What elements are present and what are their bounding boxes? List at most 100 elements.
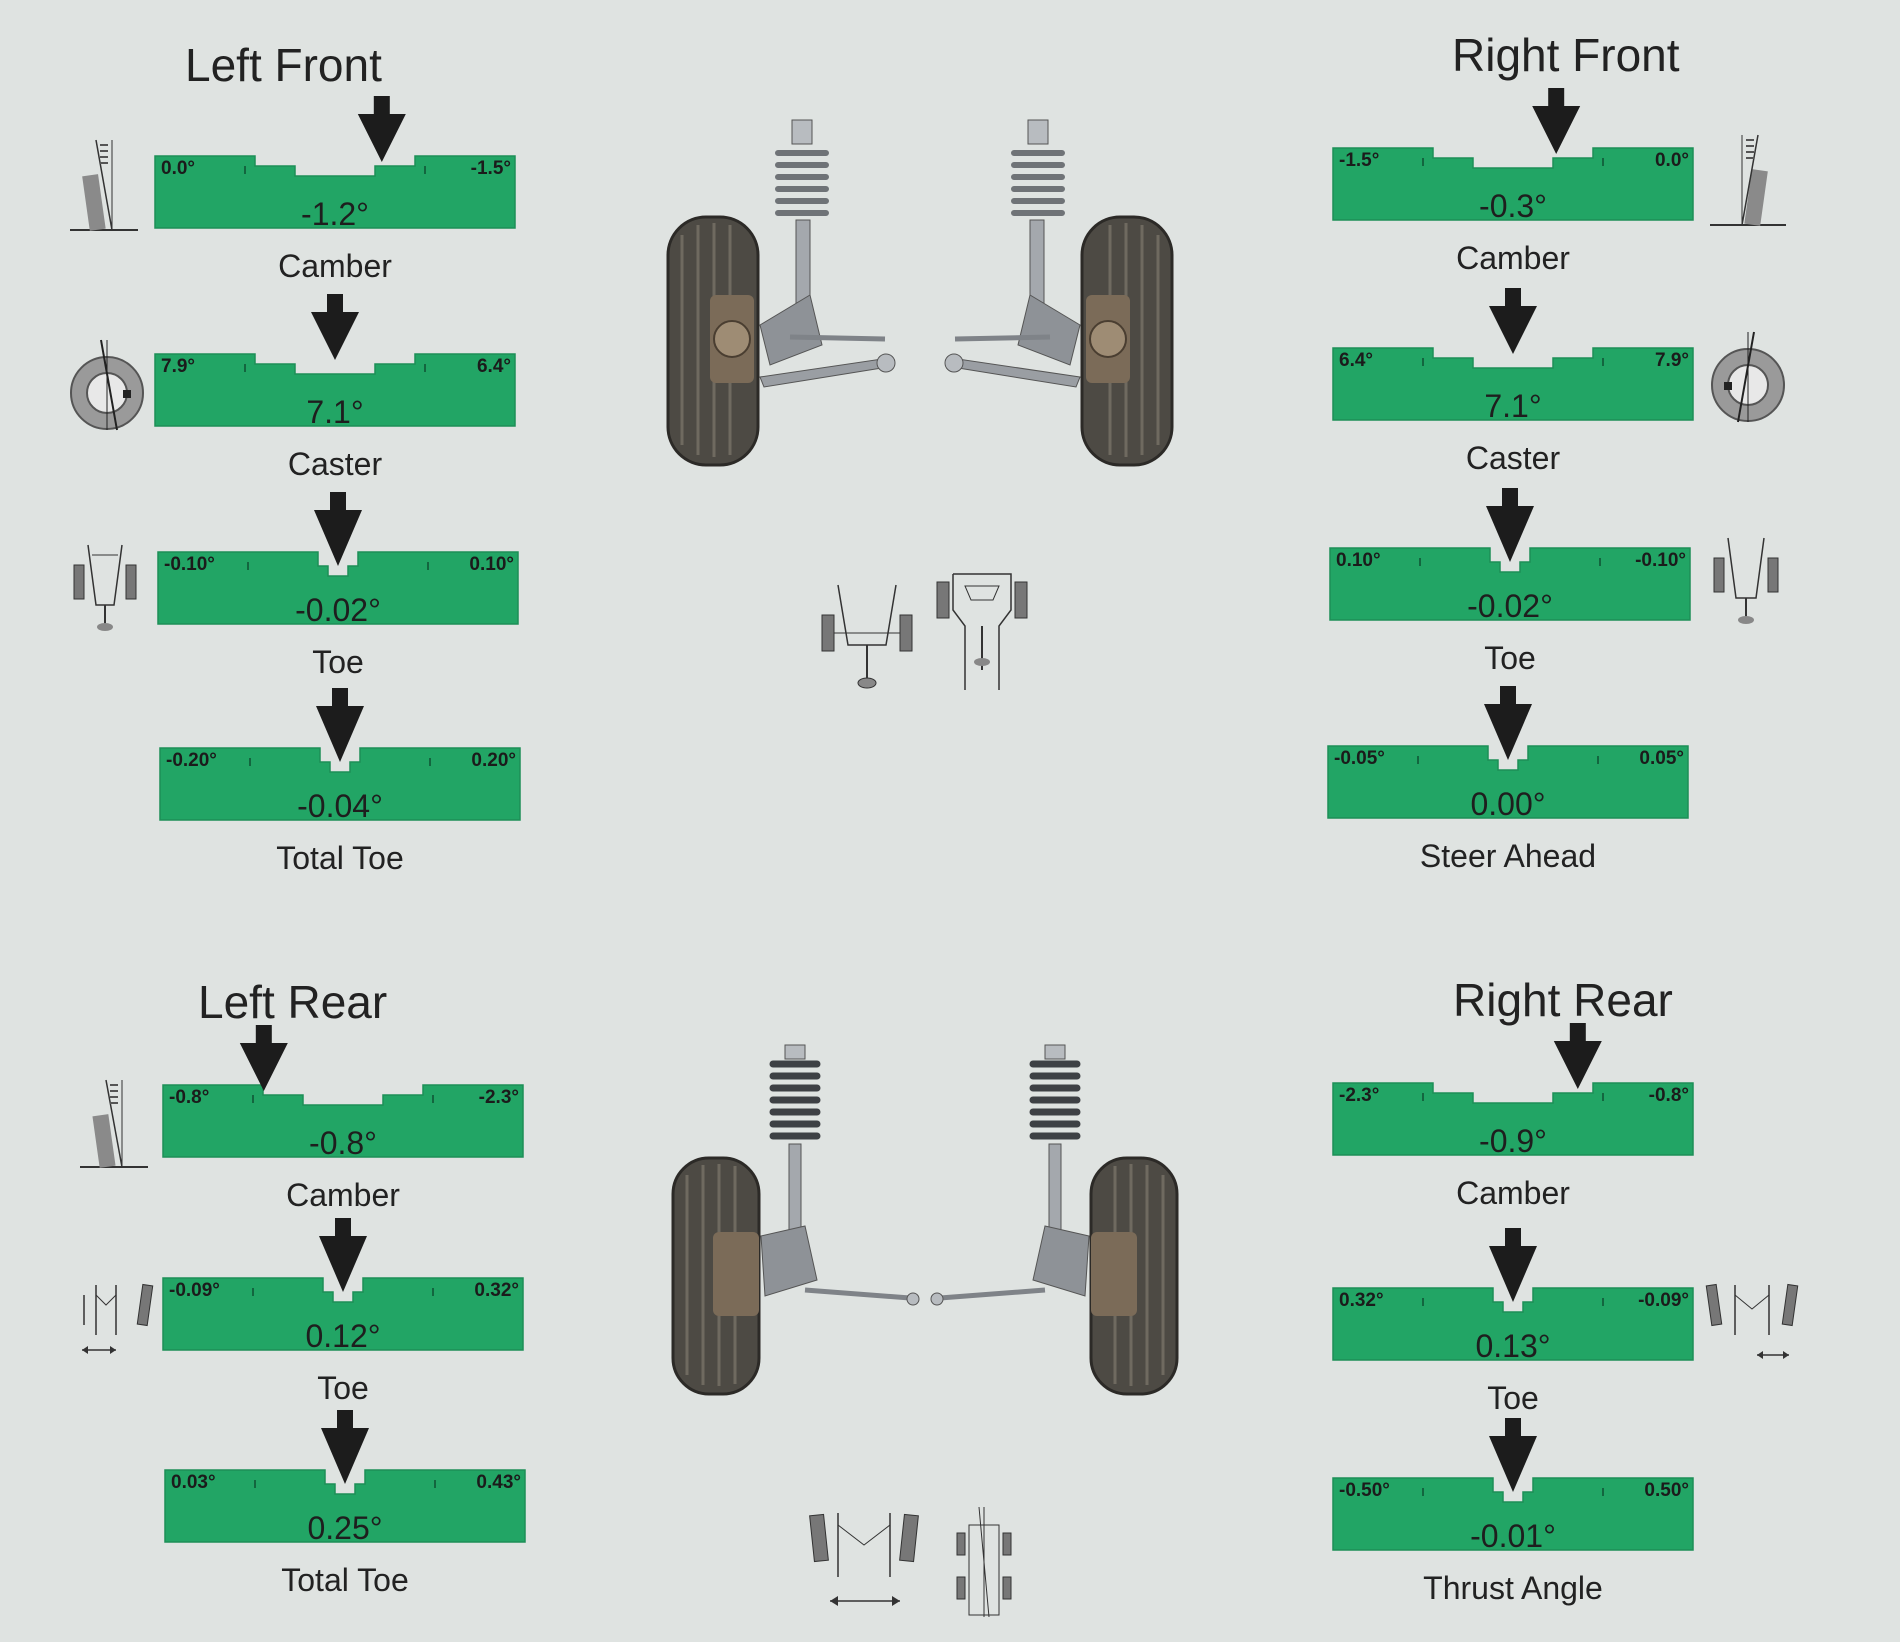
gauge-current-value: 0.12° xyxy=(305,1318,381,1354)
gauge-bar xyxy=(1329,488,1691,621)
gauge-max-value: 0.32° xyxy=(474,1280,519,1301)
gauge-bar xyxy=(159,688,521,821)
gauge-label: Caster xyxy=(1465,440,1561,476)
gauge-max-value: -0.10° xyxy=(1635,550,1686,571)
gauge-min-value: 0.32° xyxy=(1339,1290,1384,1311)
vehicle-toe-icon xyxy=(936,573,1028,690)
gauge-current-value: 0.25° xyxy=(307,1510,383,1546)
gauge-min-value: 7.9° xyxy=(161,356,196,377)
rf-caster-gauge: 6.4°7.9°7.1°Caster xyxy=(1332,288,1694,476)
gauge-min-value: 6.4° xyxy=(1339,350,1374,371)
gauge-current-value: -0.02° xyxy=(1467,588,1553,624)
gauge-label: Steer Ahead xyxy=(1419,838,1597,874)
gauge-min-value: 0.0° xyxy=(161,158,196,179)
toe-icon xyxy=(73,544,137,631)
gauge-min-value: -1.5° xyxy=(1339,150,1380,171)
gauge-bar xyxy=(154,96,516,229)
camber-icon xyxy=(1710,134,1786,226)
gauge-bar xyxy=(1332,88,1694,221)
gauge-pointer xyxy=(314,492,362,566)
gauge-pointer xyxy=(316,688,364,762)
rear-suspension-icon xyxy=(671,1044,1179,1396)
gauge-bar xyxy=(162,1025,524,1158)
gauge-pointer xyxy=(239,1025,288,1091)
gauge-label: Camber xyxy=(1456,1175,1570,1211)
gauge-bar xyxy=(1332,1418,1694,1551)
gauge-label: Camber xyxy=(286,1177,400,1213)
caster-icon xyxy=(70,339,144,431)
gauge-max-value: 0.05° xyxy=(1639,748,1684,769)
gauge-pointer xyxy=(311,294,359,360)
gauge-pointer xyxy=(1489,1418,1537,1492)
gauge-label: Total Toe xyxy=(281,1562,409,1598)
gauge-max-value: 0.0° xyxy=(1654,150,1689,171)
gauge-min-value: -0.20° xyxy=(166,750,217,771)
lf-camber-gauge: 0.0°-1.5°-1.2°Camber xyxy=(154,96,516,284)
thrust-icon xyxy=(956,1506,1012,1618)
gauge-label: Toe xyxy=(1484,640,1536,676)
gauge-current-value: 0.13° xyxy=(1475,1328,1551,1364)
gauge-max-value: -0.09° xyxy=(1638,1290,1689,1311)
gauge-label: Camber xyxy=(1456,240,1570,276)
gauge-bar xyxy=(1327,686,1689,819)
right-rear-title: Right Rear xyxy=(1453,974,1673,1026)
gauge-pointer xyxy=(357,96,406,162)
gauge-pointer xyxy=(1553,1023,1602,1089)
gauge-label: Total Toe xyxy=(276,840,404,876)
gauge-label: Toe xyxy=(317,1370,369,1406)
thrust-icon xyxy=(809,1513,919,1606)
gauge-pointer xyxy=(1489,288,1537,354)
gauge-current-value: 7.1° xyxy=(1484,388,1542,424)
gauge-min-value: -0.09° xyxy=(169,1280,220,1301)
gauge-max-value: 6.4° xyxy=(476,356,511,377)
gauge-current-value: -0.01° xyxy=(1470,1518,1556,1554)
gauge-min-value: 0.10° xyxy=(1336,550,1381,571)
left-rear-title: Left Rear xyxy=(198,976,388,1028)
gauge-bar xyxy=(1332,1228,1694,1361)
gauge-current-value: 0.00° xyxy=(1470,786,1546,822)
gauge-label: Toe xyxy=(312,644,364,680)
gauge-current-value: -0.04° xyxy=(297,788,383,824)
lf-toe-gauge: -0.10° 0.10° -0.02° Toe xyxy=(157,492,519,680)
gauge-pointer xyxy=(1486,488,1534,562)
rf-camber-gauge: -1.5° 0.0° -0.3° Camber xyxy=(1332,88,1694,276)
gauge-max-value: 0.10° xyxy=(469,554,514,575)
gauge-min-value: -0.50° xyxy=(1339,1480,1390,1501)
gauge-label: Toe xyxy=(1487,1380,1539,1416)
lr-total-toe-gauge: 0.03°0.43°0.25°Total Toe xyxy=(164,1410,526,1598)
lr-camber-gauge: -0.8°-2.3°-0.8°Camber xyxy=(162,1025,524,1213)
gauge-pointer xyxy=(319,1218,367,1292)
gauge-min-value: -0.05° xyxy=(1334,748,1385,769)
caster-icon xyxy=(1711,331,1785,423)
gauge-current-value: -0.9° xyxy=(1479,1123,1547,1159)
rf-toe-gauge: 0.10° -0.10° -0.02° Toe xyxy=(1329,488,1691,676)
gauge-current-value: -1.2° xyxy=(301,196,369,232)
rr-thrust-angle-gauge: -0.50°0.50°-0.01°Thrust Angle xyxy=(1332,1418,1694,1606)
right-front-title: Right Front xyxy=(1452,29,1680,81)
gauge-max-value: -2.3° xyxy=(478,1087,519,1108)
camber-icon xyxy=(70,139,138,231)
gauge-current-value: 7.1° xyxy=(306,394,364,430)
gauge-pointer xyxy=(321,1410,369,1484)
gauge-label: Thrust Angle xyxy=(1423,1570,1603,1606)
gauge-max-value: 0.20° xyxy=(471,750,516,771)
vehicle-toe-icon xyxy=(821,584,913,689)
lf-caster-gauge: 7.9° 6.4° 7.1° Caster xyxy=(154,294,516,482)
rr-toe-gauge: 0.32° -0.09° 0.13° Toe xyxy=(1332,1228,1694,1416)
lf-total-toe-gauge: -0.20° 0.20° -0.04° Total Toe xyxy=(159,688,521,876)
camber-icon xyxy=(80,1079,148,1168)
gauge-bar xyxy=(164,1410,526,1543)
gauge-label: Caster xyxy=(287,446,383,482)
gauge-current-value: -0.02° xyxy=(295,592,381,628)
gauge-label: Camber xyxy=(278,248,392,284)
gauge-min-value: -0.10° xyxy=(164,554,215,575)
gauge-max-value: 0.43° xyxy=(476,1472,521,1493)
gauge-current-value: -0.3° xyxy=(1479,188,1547,224)
gauge-pointer xyxy=(1484,686,1532,760)
rf-steer-ahead-gauge: -0.05° 0.05° 0.00° Steer Ahead xyxy=(1327,686,1689,874)
gauge-pointer xyxy=(1532,88,1581,154)
gauge-bar xyxy=(1332,288,1694,421)
gauge-pointer xyxy=(1489,1228,1537,1302)
front-suspension-icon xyxy=(666,119,1174,467)
rr-camber-gauge: -2.3°-0.8°-0.9°Camber xyxy=(1332,1023,1694,1211)
